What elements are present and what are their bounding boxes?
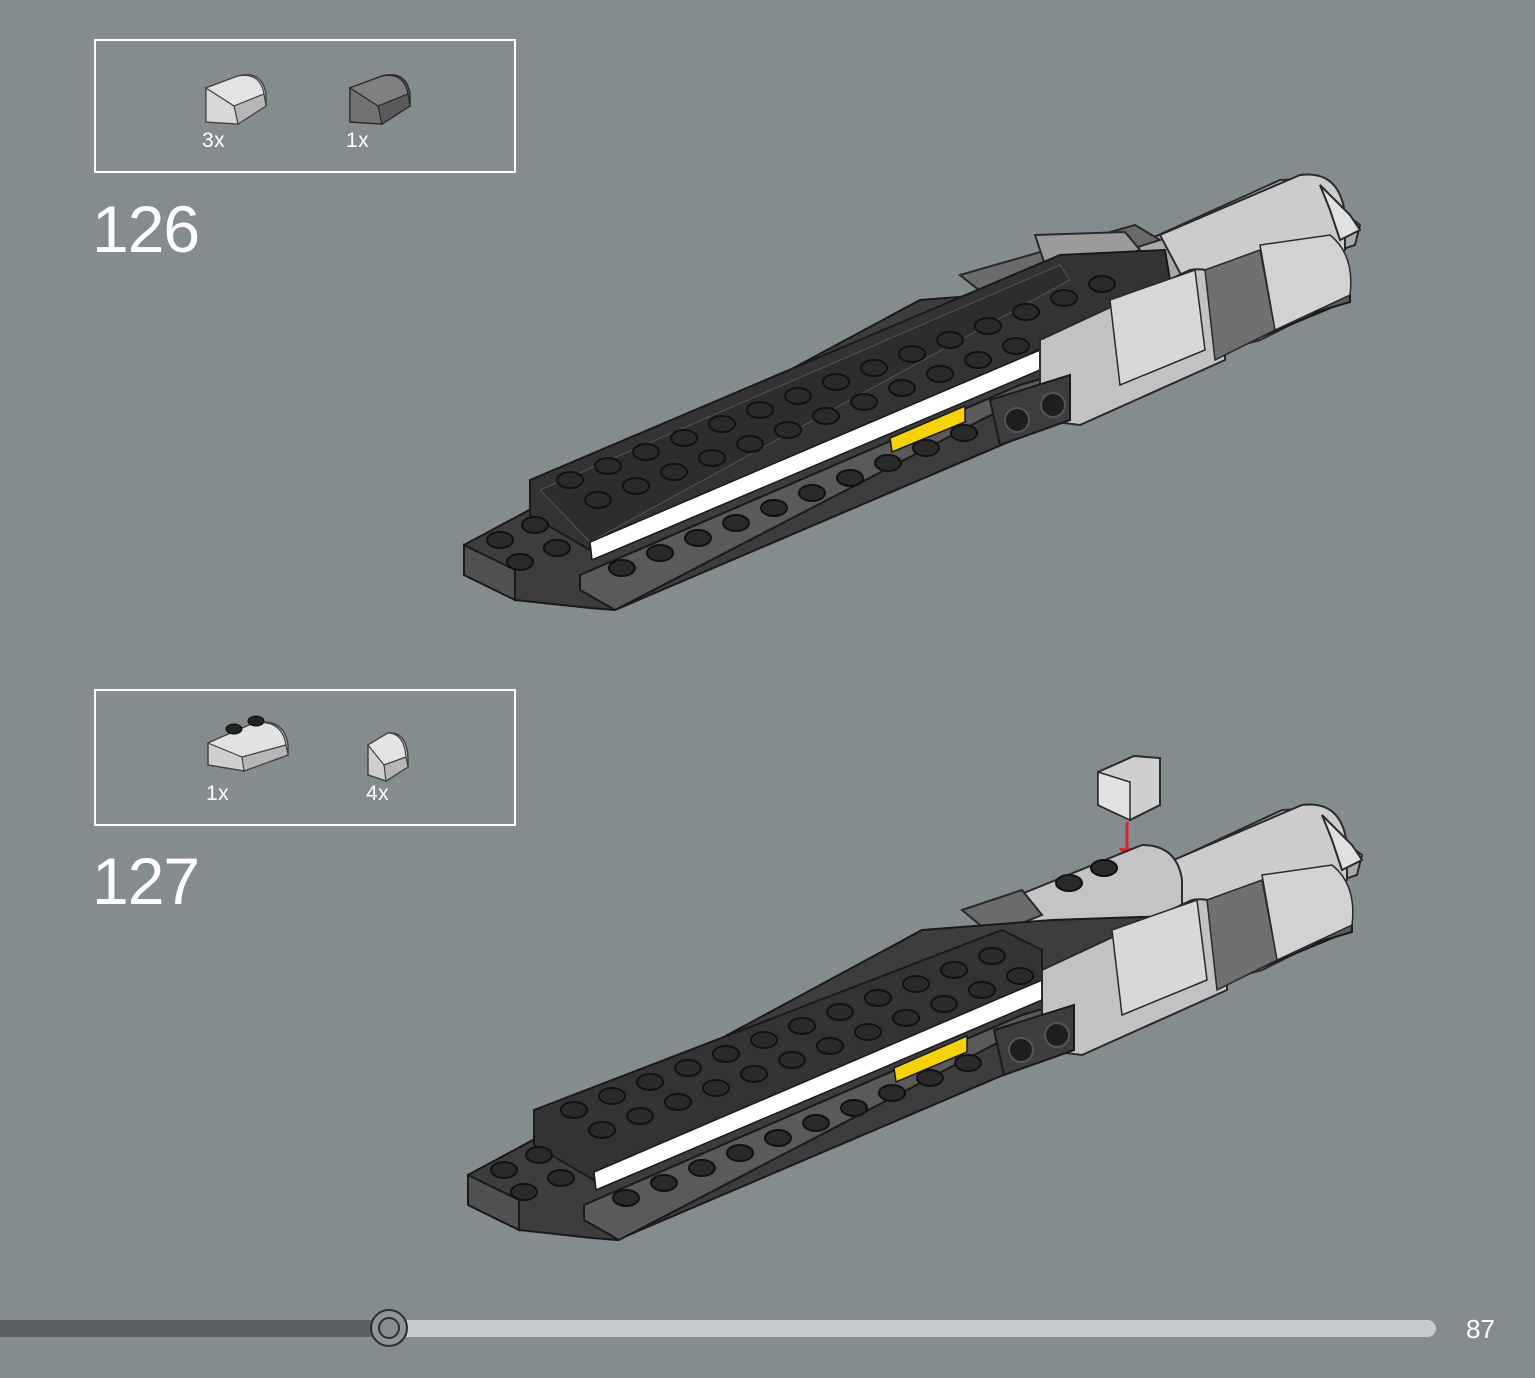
step-number: 126	[92, 192, 200, 266]
progress-knob[interactable]	[370, 1309, 408, 1347]
step-126-model-illustration	[460, 170, 1370, 620]
page-number: 87	[1466, 1314, 1495, 1344]
curved-slope-light-gray-icon	[200, 66, 272, 128]
small-curved-slope-light-gray-icon	[364, 727, 412, 783]
part-quantity: 1x	[206, 782, 230, 805]
curved-slope-dark-gray-icon	[344, 66, 416, 128]
part-quantity: 1x	[346, 129, 370, 152]
step-127-model-illustration	[462, 750, 1372, 1250]
part-quantity: 4x	[366, 782, 390, 805]
step-number: 127	[92, 844, 200, 918]
part-quantity: 3x	[202, 129, 226, 152]
progress-fill	[0, 1320, 389, 1337]
parts-list-box-step-127: 1x 4x	[94, 689, 516, 826]
curved-slope-with-studs-icon	[204, 709, 292, 773]
parts-list-box-step-126: 3x 1x	[94, 39, 516, 173]
